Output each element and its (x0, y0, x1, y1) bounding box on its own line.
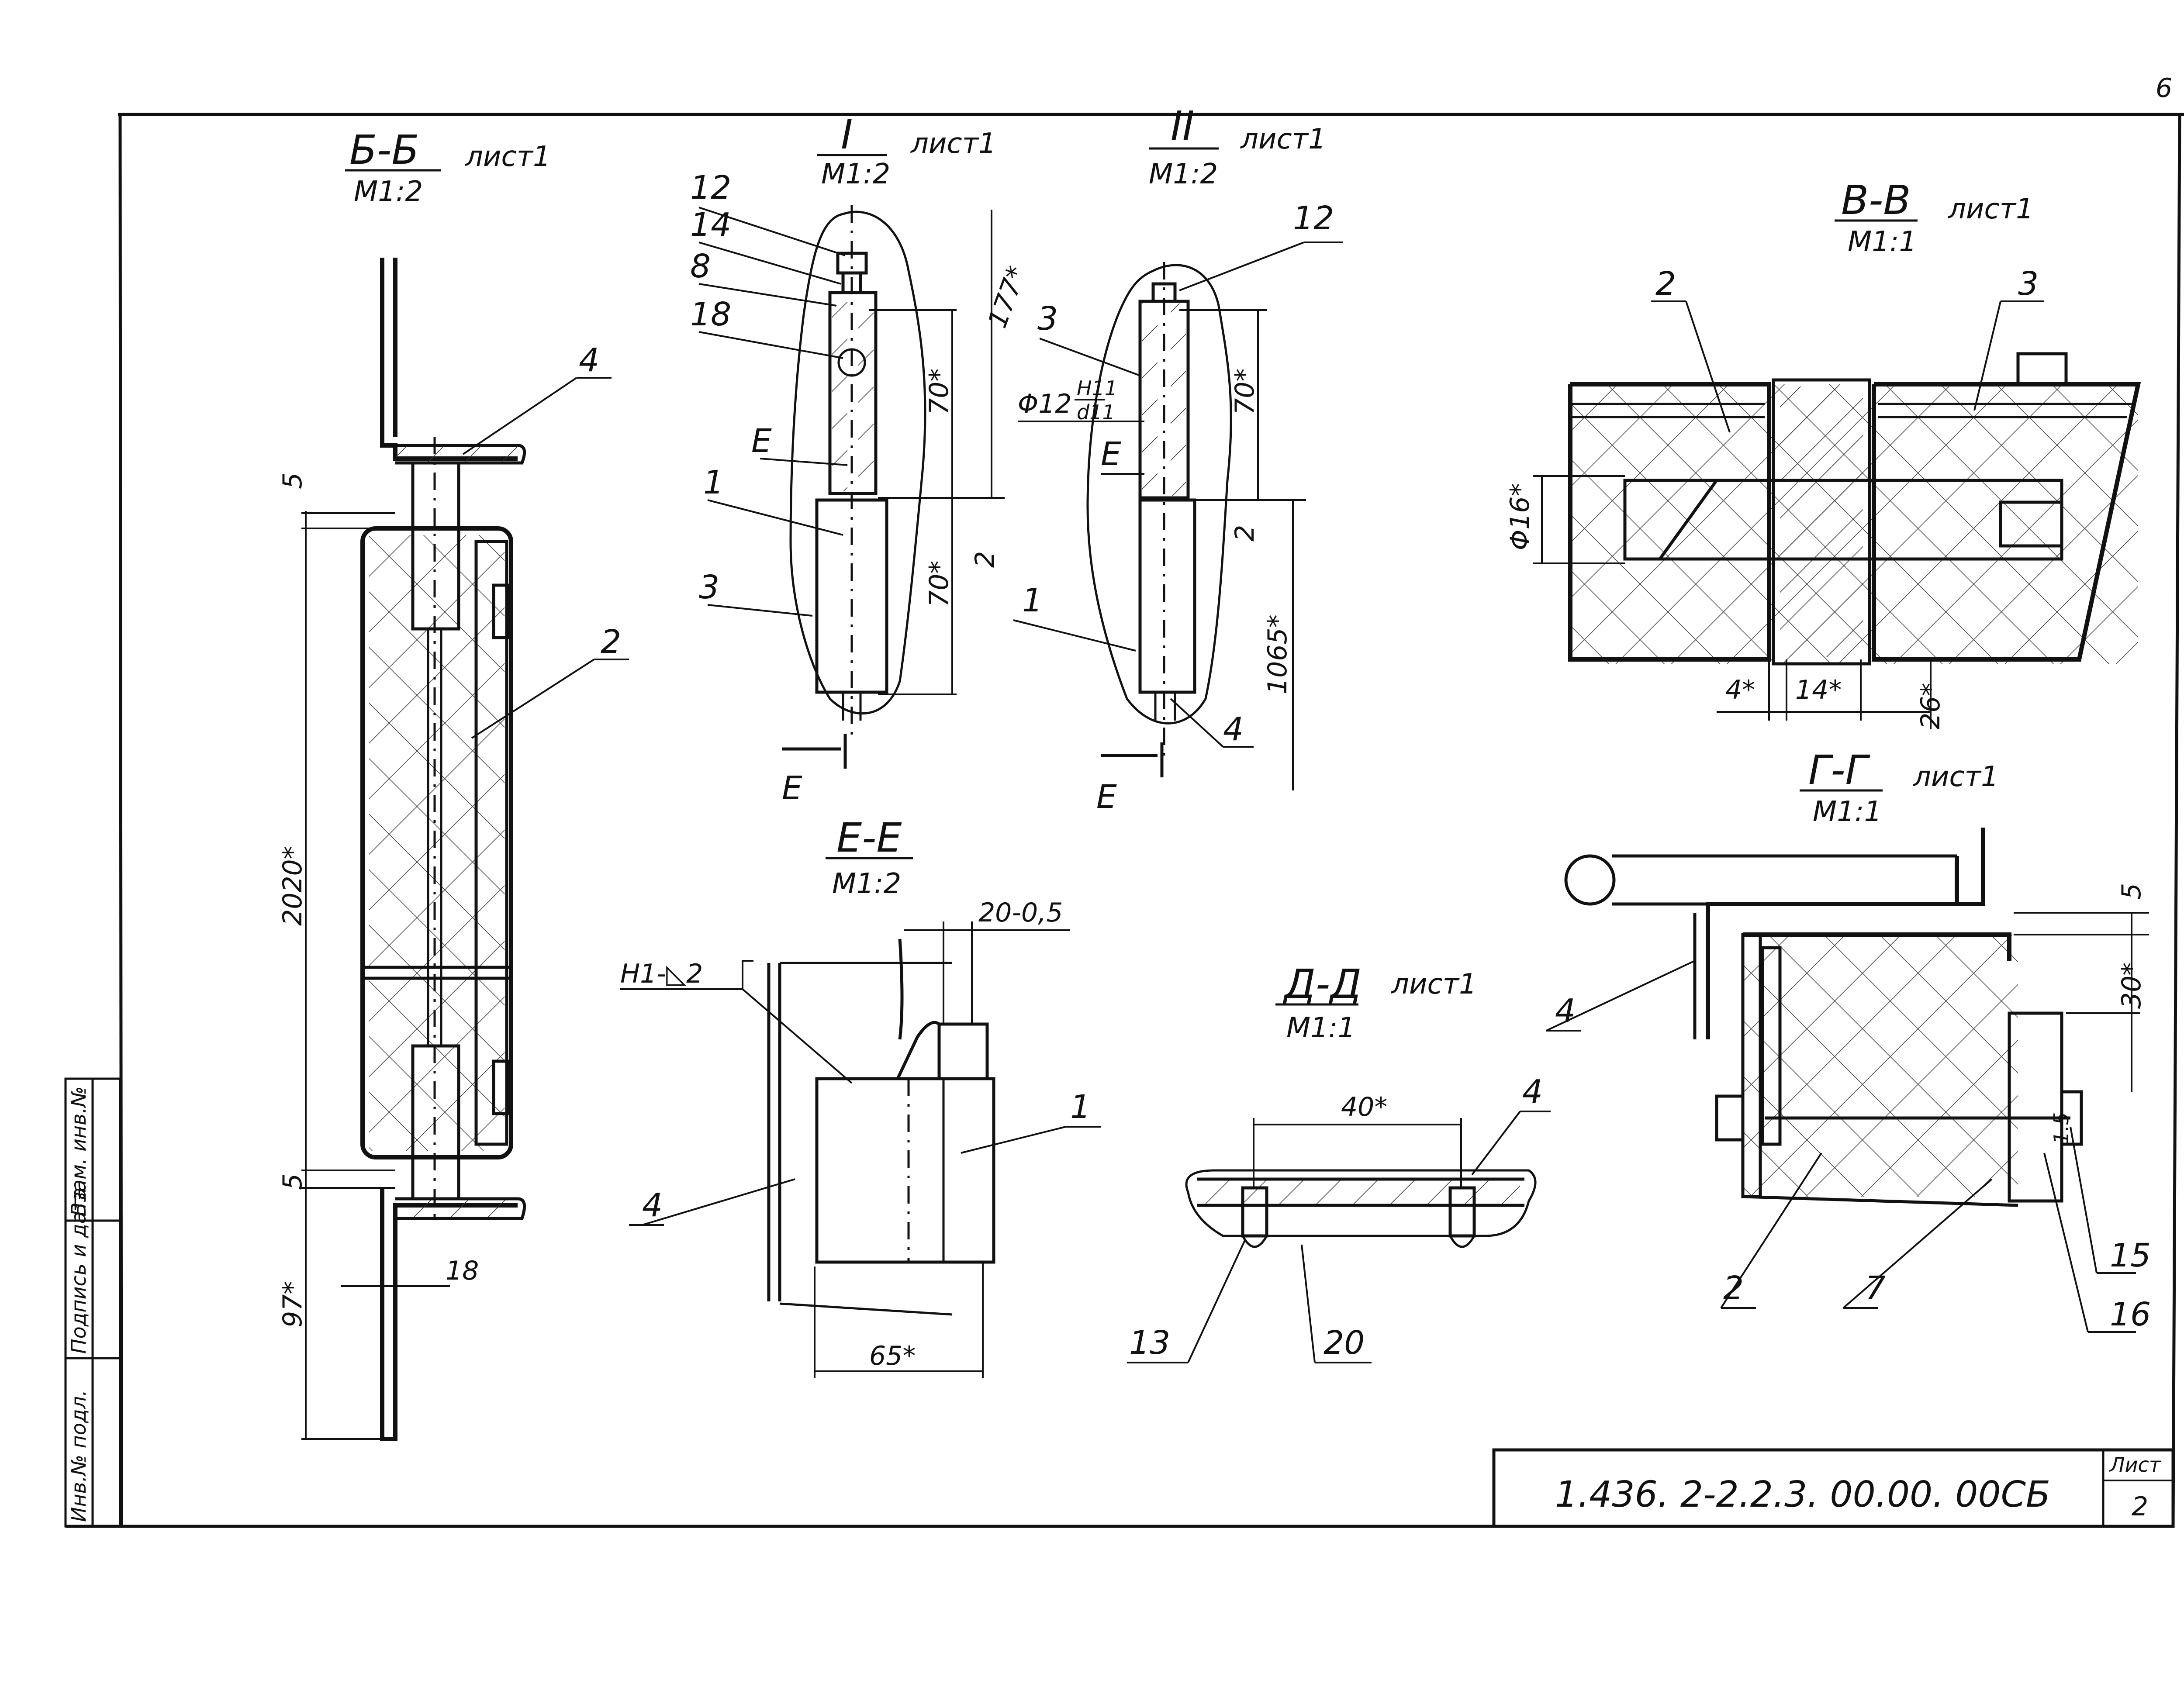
ee-scale: М1:2 (832, 868, 901, 900)
list-label: Лист (2109, 1453, 2161, 1477)
v1-label-1: 1 (703, 464, 724, 501)
vv-label-3: 3 (2018, 265, 2039, 303)
ee-dim-20: 20-0,5 (978, 897, 1063, 928)
v2-dim-gap: 2 (1230, 525, 1260, 542)
dd-label-13: 13 (1129, 1324, 1170, 1362)
dd-dim-40: 40* (1341, 1092, 1387, 1122)
vv-note: лист1 (1947, 193, 2034, 225)
gg-label-4: 4 (1555, 992, 1576, 1030)
list-number: 2 (2132, 1491, 2148, 1522)
vv-dim-diameter: Φ16* (1505, 483, 1535, 550)
view-vv: В-В лист1 М1:1 Φ16* 4* 14* 26* 2 (1505, 177, 2141, 729)
v2-fit-size: Φ12 (1018, 389, 1072, 419)
ee-weld-symbol: Н1-◺2 (620, 959, 703, 989)
dd-title: Д-Д (1282, 961, 1362, 1008)
bb-dim-offset: 18 (446, 1256, 479, 1286)
bb-dim-height: 2020* (277, 846, 308, 926)
stamp-inventory-original: Инв.№ подл. (67, 1390, 90, 1522)
document-code: 1.436. 2-2.2.3. 00.00. 00СБ (1555, 1474, 2050, 1515)
dd-label-4: 4 (1522, 1073, 1543, 1111)
v1-label-section-e: Е (751, 422, 772, 460)
bb-dim-top-gap: 5 (277, 473, 308, 489)
ee-label-1: 1 (1070, 1088, 1091, 1126)
vv-label-2: 2 (1655, 265, 1676, 303)
v2-dim-1065: 1065* (1262, 614, 1293, 694)
v1-dim-upper-70: 70* (924, 369, 954, 415)
gg-label-2: 2 (1723, 1270, 1744, 1307)
gg-scale: М1:1 (1813, 796, 1882, 828)
view-bb: Б-Б лист1 М1:2 5 202 (277, 127, 629, 1441)
view-ee: Е-Е М1:2 65* 20-0,5 Н1-◺2 1 4 (620, 814, 1101, 1378)
v2-label-12: 12 (1293, 200, 1334, 237)
v1-label-cut-e: Е (782, 769, 802, 807)
view-dd: Д-Д лист1 М1:1 40* 4 13 20 (1127, 961, 1551, 1363)
bb-label-part-2: 2 (601, 623, 621, 661)
v2-label-1: 1 (1022, 582, 1043, 619)
v1-label-8: 8 (690, 248, 711, 285)
v2-dim-70: 70* (1230, 369, 1260, 415)
vv-scale: М1:1 (1848, 226, 1917, 258)
stamp-replacement-inventory: Взам. инв.№ (67, 1086, 90, 1216)
stamp-signature-date: Подпись и дата (67, 1187, 90, 1354)
v1-label-14: 14 (690, 206, 731, 244)
bb-title: Б-Б (349, 127, 419, 173)
v2-label-cut-e: Е (1096, 778, 1117, 816)
bb-label-part-4: 4 (579, 342, 599, 379)
v1-title: I (841, 111, 853, 158)
dd-scale: М1:1 (1286, 1012, 1355, 1044)
dd-label-20: 20 (1324, 1324, 1365, 1362)
v1-scale: М1:2 (821, 158, 890, 190)
bb-scale: М1:2 (354, 176, 423, 208)
ee-title: Е-Е (836, 814, 902, 861)
gg-dim-5: 5 (2116, 883, 2147, 900)
v2-scale: М1:2 (1149, 158, 1218, 190)
bb-note: лист1 (464, 141, 551, 173)
gg-title: Г-Г (1808, 747, 1870, 794)
dd-note: лист1 (1390, 968, 1477, 1001)
v1-dim-lower-70: 70* (924, 561, 954, 607)
ee-label-4: 4 (642, 1187, 663, 1224)
ee-dim-65: 65* (869, 1341, 916, 1371)
v2-title: II (1171, 103, 1194, 149)
title-block: 1.436. 2-2.2.3. 00.00. 00СБ Лист 2 (1492, 1448, 2175, 1528)
v1-dim-gap: 2 (970, 551, 1000, 568)
gg-label-16: 16 (2110, 1296, 2151, 1333)
v2-fit-shaft: d11 (1077, 400, 1115, 424)
v1-note: лист1 (910, 128, 996, 160)
gg-dim-1-5: 1.5 (2049, 1112, 2073, 1144)
sheet-corner-number: 6 (2156, 73, 2172, 104)
view-ii: II лист1 М1:2 12 3 Φ12 H11 d11 Е 1 4 Е (1013, 103, 1343, 816)
v2-note: лист1 (1240, 123, 1326, 155)
v2-fit-hole: H11 (1077, 376, 1117, 400)
gg-dim-30: 30* (2116, 963, 2147, 1009)
v1-label-3: 3 (699, 569, 719, 606)
vv-title: В-В (1841, 177, 1911, 224)
v2-label-section-e: Е (1101, 435, 1121, 473)
v1-label-12: 12 (690, 169, 731, 207)
v1-label-18: 18 (690, 296, 731, 333)
gg-note: лист1 (1912, 761, 1999, 793)
vv-dim-4: 4* (1725, 675, 1755, 705)
view-i: I лист1 М1:2 12 14 8 18 Е 1 3 Е (690, 111, 1033, 807)
side-stamp: Инв.№ подл. Подпись и дата Взам. инв.№ (64, 1077, 121, 1528)
bb-dim-bracket: 97* (277, 1281, 308, 1328)
v2-label-4: 4 (1223, 711, 1244, 748)
gg-label-7: 7 (1865, 1270, 1886, 1307)
vv-dim-14: 14* (1795, 675, 1842, 705)
view-gg: Г-Г лист1 М1:1 5 30* 1.5 4 2 7 (1546, 747, 2151, 1333)
gg-label-15: 15 (2110, 1237, 2151, 1274)
v1-dim-177: 177* (982, 262, 1032, 332)
bb-dim-bottom-gap: 5 (277, 1173, 308, 1190)
v2-label-3: 3 (1037, 300, 1058, 338)
